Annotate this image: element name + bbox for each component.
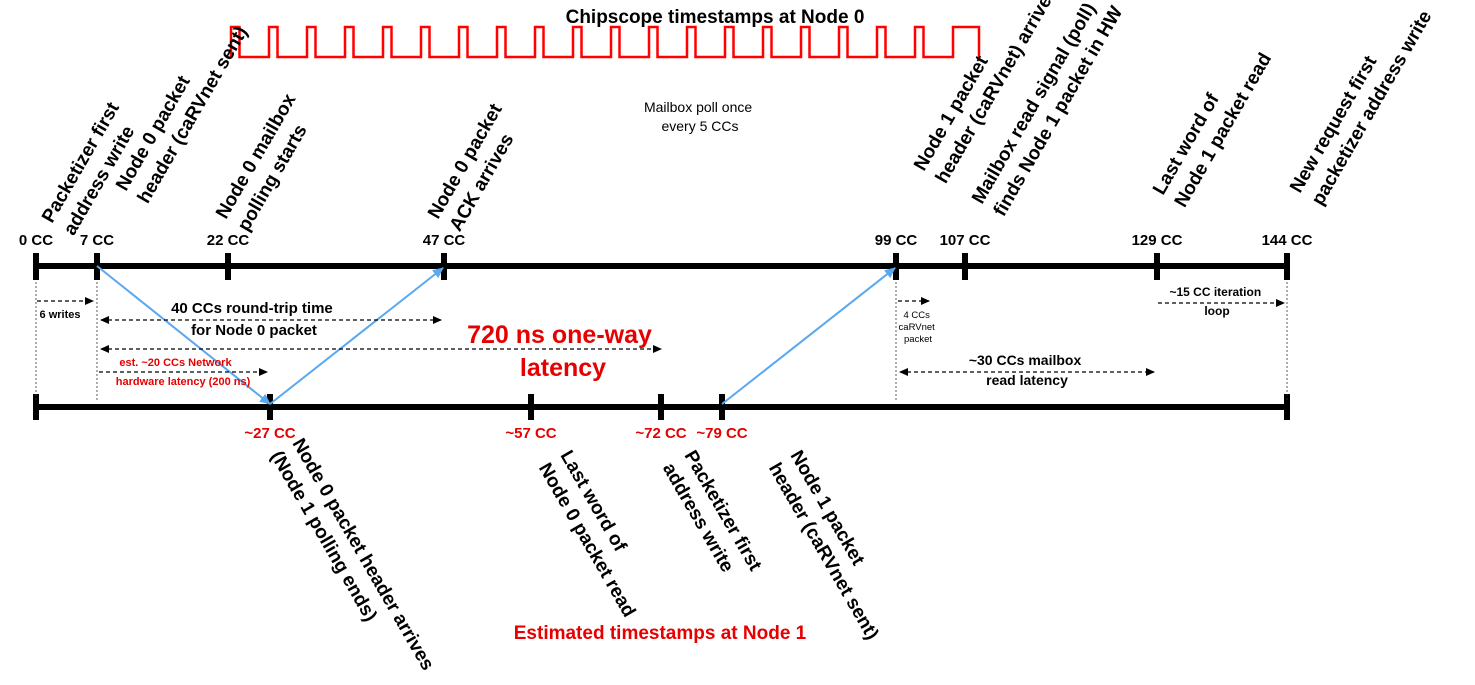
node1-ack-arrow bbox=[269, 267, 444, 405]
node0-to-node1-packet-arrow bbox=[96, 265, 271, 405]
svg-text:~79 CC: ~79 CC bbox=[696, 425, 747, 442]
one-way-label: 720 ns one-way latency bbox=[467, 321, 659, 382]
node0-tick-47: 47 CC Node 0 packet ACK arrives bbox=[423, 96, 531, 280]
clock-waveform bbox=[229, 25, 981, 59]
node0-tick-22: 22 CC Node 0 mailbox polling starts bbox=[207, 86, 325, 280]
svg-text:0 CC: 0 CC bbox=[19, 232, 53, 249]
svg-text:107 CC: 107 CC bbox=[940, 232, 991, 249]
svg-text:~27 CC: ~27 CC bbox=[244, 425, 295, 442]
bottom-title: Estimated timestamps at Node 1 bbox=[514, 623, 807, 644]
round-trip-label: 40 CCs round-trip time for Node 0 packet bbox=[171, 300, 337, 339]
svg-text:129 CC: 129 CC bbox=[1132, 232, 1183, 249]
node0-tick-129: 129 CC Last word of Node 1 packet read bbox=[1132, 37, 1276, 280]
node1-event-57: Last word of Node 0 packet read bbox=[534, 447, 661, 621]
node1-event-72: Packetizer first address write bbox=[658, 447, 768, 592]
node1-tick-27: ~27 CC Node 0 packet header arrives (Nod… bbox=[244, 394, 440, 685]
node0-event-22: Node 0 mailbox polling starts bbox=[212, 86, 325, 235]
iteration-loop-label: ~15 CC iteration loop bbox=[1169, 285, 1264, 318]
svg-text:47 CC: 47 CC bbox=[423, 232, 466, 249]
svg-text:~57 CC: ~57 CC bbox=[505, 425, 556, 442]
node0-event-47: Node 0 packet ACK arrives bbox=[424, 96, 531, 235]
svg-text:144 CC: 144 CC bbox=[1262, 232, 1313, 249]
node0-event-144: New request first packetizer address wri… bbox=[1286, 0, 1436, 209]
carvnet-packet-label: 4 CCs caRVnet packet bbox=[899, 310, 938, 345]
node1-event-27: Node 0 packet header arrives (Node 1 pol… bbox=[266, 435, 440, 685]
node0-tick-144: 144 CC New request first packetizer addr… bbox=[1262, 0, 1436, 280]
svg-text:7 CC: 7 CC bbox=[80, 232, 114, 249]
node0-event-129: Last word of Node 1 packet read bbox=[1149, 37, 1276, 211]
svg-text:22 CC: 22 CC bbox=[207, 232, 250, 249]
top-title: Chipscope timestamps at Node 0 bbox=[566, 7, 865, 28]
svg-text:99 CC: 99 CC bbox=[875, 232, 918, 249]
mailbox-read-label: ~30 CCs mailbox read latency bbox=[969, 352, 1085, 388]
svg-text:~72 CC: ~72 CC bbox=[635, 425, 686, 442]
mailbox-poll-note: Mailbox poll once every 5 CCs bbox=[644, 99, 756, 134]
node1-event-79: Node 1 packet header (caRVnet sent) bbox=[764, 447, 904, 643]
network-latency-label: est. ~20 CCs Network hardware latency (2… bbox=[116, 357, 251, 388]
node1-to-node0-packet-arrow bbox=[721, 267, 896, 405]
six-writes-label: 6 writes bbox=[40, 309, 81, 321]
node1-tick-72: ~72 CC Packetizer first address write bbox=[635, 394, 768, 592]
